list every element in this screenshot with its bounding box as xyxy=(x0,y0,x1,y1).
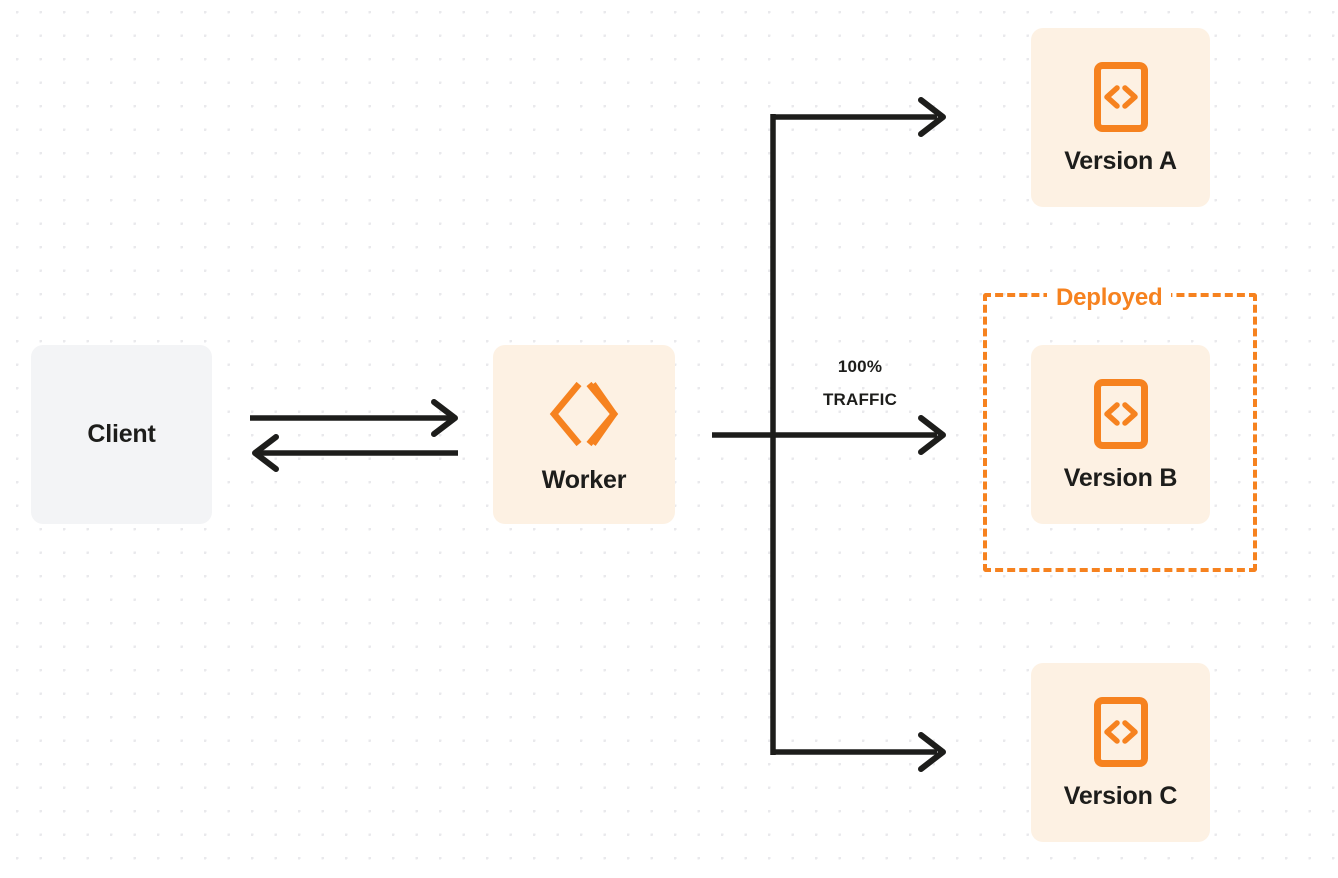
node-version-c-label: Version C xyxy=(1063,782,1178,810)
traffic-percent: 100% xyxy=(837,357,883,376)
node-version-b[interactable]: Version B xyxy=(1031,345,1210,524)
edge-worker-to-client xyxy=(252,434,458,472)
traffic-label: 100% TRAFFIC xyxy=(795,350,925,416)
node-version-a-label: Version A xyxy=(1064,147,1177,175)
traffic-unit: TRAFFIC xyxy=(822,390,898,410)
code-file-icon xyxy=(1093,696,1149,768)
code-file-icon xyxy=(1093,378,1149,450)
edge-client-to-worker xyxy=(250,399,458,437)
node-version-b-label: Version B xyxy=(1063,464,1178,492)
edge-worker-to-version-b xyxy=(712,415,946,455)
cloudflare-workers-icon xyxy=(546,376,622,452)
edge-worker-to-version-a xyxy=(771,97,946,137)
node-version-a[interactable]: Version A xyxy=(1031,28,1210,207)
node-worker[interactable]: Worker xyxy=(493,345,675,524)
node-client[interactable]: Client xyxy=(31,345,212,524)
code-file-icon xyxy=(1093,61,1149,133)
edge-worker-to-version-c xyxy=(771,732,946,772)
node-client-label: Client xyxy=(87,420,156,448)
node-worker-label: Worker xyxy=(541,466,627,494)
node-version-c[interactable]: Version C xyxy=(1031,663,1210,842)
deployed-group-label: Deployed xyxy=(1047,284,1172,312)
